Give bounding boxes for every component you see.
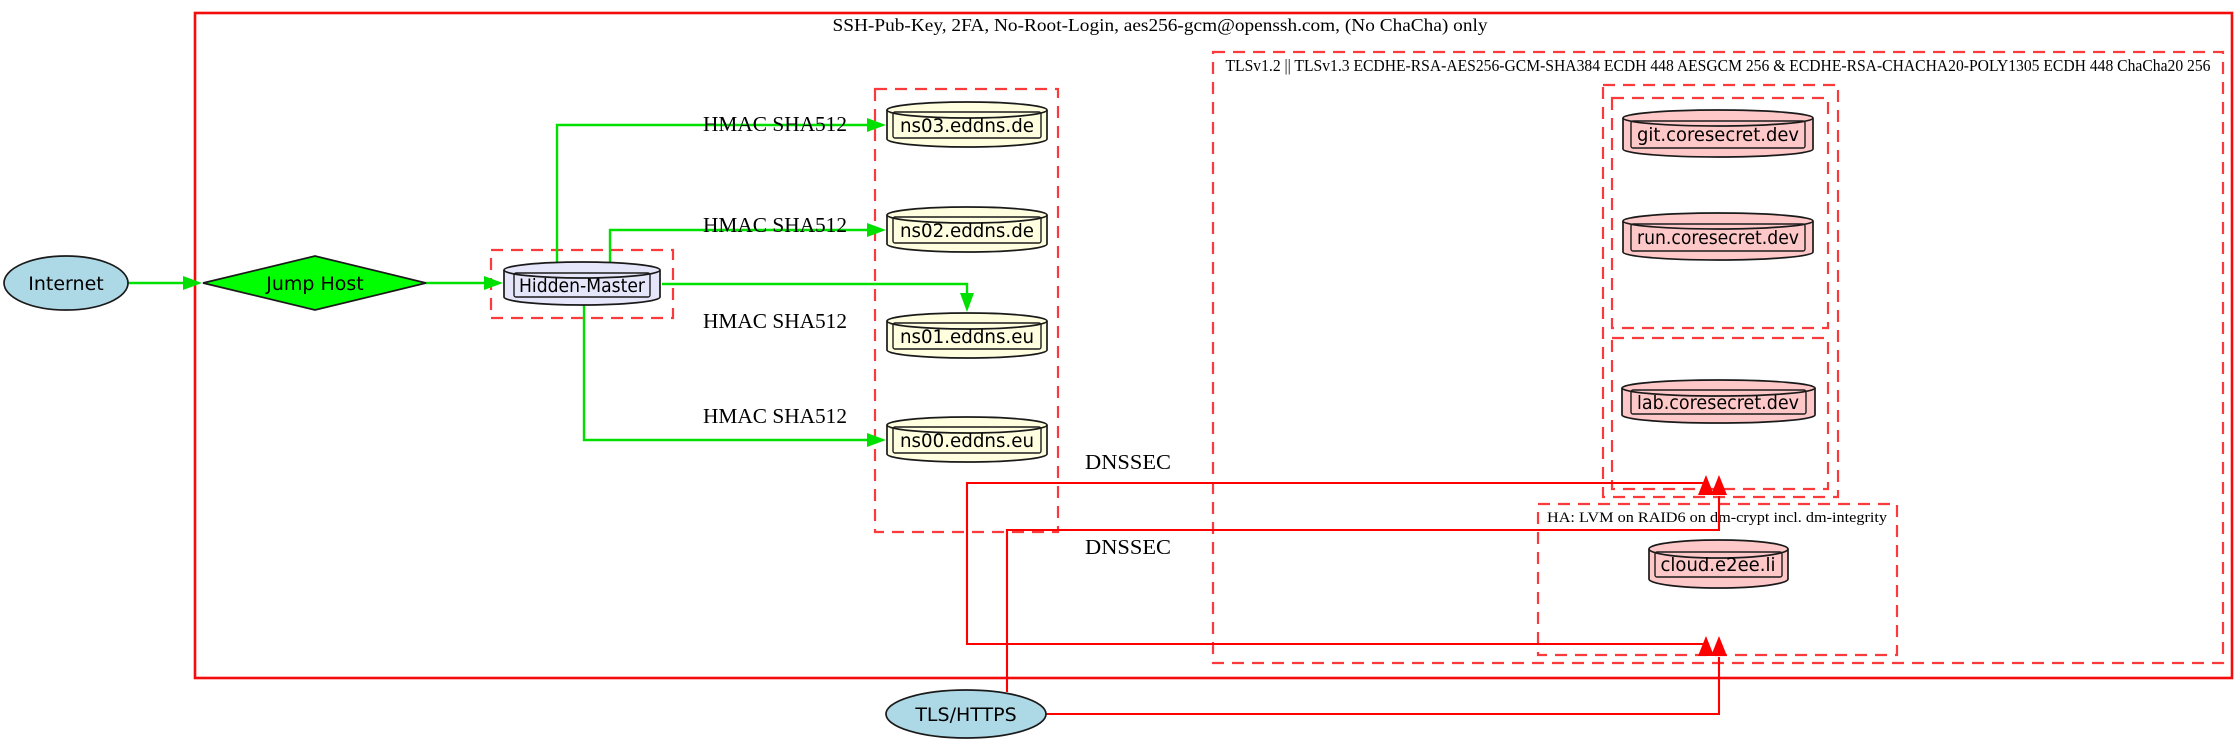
cluster-lab-box xyxy=(1610,336,1830,491)
cluster-coresecret-box xyxy=(1601,83,1840,499)
run-cylinder xyxy=(1622,212,1814,261)
ns00-cylinder-lid xyxy=(886,424,1048,434)
cloud-label: cloud.e2ee.li xyxy=(1661,554,1776,576)
arrowhead-internet-jumphost xyxy=(183,276,202,290)
cloud-label-box xyxy=(1654,551,1783,578)
cluster-git-run-box xyxy=(1610,96,1830,330)
cluster-tls-label: TLSv1.2 || TLSv1.3 ECDHE-RSA-AES256-GCM-… xyxy=(1226,56,2211,75)
ns01-cylinder-lid xyxy=(886,320,1048,330)
ns02-cylinder-lid xyxy=(886,214,1048,224)
git-node: git.coresecret.dev xyxy=(1622,109,1814,158)
arrowhead-ns02 xyxy=(867,223,886,237)
jump-host-node xyxy=(202,255,427,311)
cloud-node: cloud.e2ee.li xyxy=(1648,539,1789,589)
ns03-node: ns03.eddns.de xyxy=(886,101,1048,148)
cluster-nameservers-box xyxy=(873,87,1060,534)
edge-dnssec-u-route xyxy=(965,481,1703,646)
cluster-ssh-label: SSH-Pub-Key, 2FA, No-Root-Login, aes256-… xyxy=(833,15,1488,36)
edge-label-hmac-ns00: HMAC SHA512 xyxy=(703,404,847,428)
hidden-master-label-box xyxy=(513,272,651,298)
jump-host-label: Jump Host xyxy=(265,273,364,295)
edge-tlshttps-coresecret xyxy=(1005,496,1721,692)
ns03-label: ns03.eddns.de xyxy=(900,115,1034,137)
lab-node: lab.coresecret.dev xyxy=(1621,379,1816,424)
ns01-label-box xyxy=(892,322,1042,350)
arrowhead-dnssec-ha xyxy=(1698,636,1714,656)
ns03-cylinder-lid xyxy=(886,109,1048,119)
ns02-label-box xyxy=(892,216,1042,244)
lab-cylinder-lid xyxy=(1621,387,1816,397)
lab-cylinder xyxy=(1621,379,1816,424)
lab-label-box xyxy=(1630,389,1807,415)
edge-hiddenmaster-ns02 xyxy=(608,228,867,262)
ns01-node: ns01.eddns.eu xyxy=(886,312,1048,359)
edge-label-hmac-ns01: HMAC SHA512 xyxy=(703,309,847,333)
cluster-ssh-box xyxy=(193,11,2234,680)
git-label-box xyxy=(1630,120,1806,149)
lab-label: lab.coresecret.dev xyxy=(1637,392,1799,414)
tls-https-node xyxy=(885,689,1047,739)
edge-label-dnssec-1: DNSSEC xyxy=(1085,450,1171,474)
internet-node xyxy=(3,255,129,311)
ns00-label: ns00.eddns.eu xyxy=(900,430,1034,452)
ns02-cylinder xyxy=(886,206,1048,253)
hidden-master-node: Hidden-Master xyxy=(503,261,661,306)
cloud-cylinder-lid xyxy=(1648,548,1789,559)
cluster-ha-label: HA: LVM on RAID6 on dm-crypt incl. dm-in… xyxy=(1547,510,1888,526)
tls-https-label: TLS/HTTPS xyxy=(914,704,1016,726)
arrowhead-jumphost-hiddenmaster xyxy=(484,276,503,290)
ns02-node: ns02.eddns.de xyxy=(886,206,1048,253)
edge-tlshttps-ha xyxy=(1046,657,1721,716)
hidden-master-label: Hidden-Master xyxy=(519,275,645,297)
arrowhead-tlshttps-ha xyxy=(1711,636,1727,656)
edge-label-hmac-ns03: HMAC SHA512 xyxy=(703,112,847,136)
ns01-label: ns01.eddns.eu xyxy=(900,326,1034,348)
hidden-master-cylinder-lid xyxy=(503,269,661,279)
arrowhead-tlshttps-coresecret xyxy=(1711,475,1727,495)
arrowhead-dnssec-coresecret xyxy=(1698,475,1714,495)
edge-label-dnssec-2: DNSSEC xyxy=(1085,535,1171,559)
run-label: run.coresecret.dev xyxy=(1637,227,1799,249)
git-cylinder xyxy=(1622,109,1814,158)
run-label-box xyxy=(1630,223,1806,252)
ns01-cylinder xyxy=(886,312,1048,359)
ns00-label-box xyxy=(892,426,1042,454)
ns03-cylinder xyxy=(886,101,1048,148)
arrowhead-ns03 xyxy=(867,118,886,132)
ns03-label-box xyxy=(892,111,1042,139)
run-node: run.coresecret.dev xyxy=(1622,212,1814,261)
edge-hiddenmaster-ns00 xyxy=(582,305,867,442)
internet-label: Internet xyxy=(28,273,103,295)
edge-hiddenmaster-ns03 xyxy=(555,123,867,262)
arrowhead-ns00 xyxy=(867,433,886,447)
edge-hiddenmaster-ns01 xyxy=(662,282,969,293)
edge-label-hmac-ns02: HMAC SHA512 xyxy=(703,213,847,237)
ns02-label: ns02.eddns.de xyxy=(900,220,1034,242)
arrowhead-ns01 xyxy=(960,293,974,312)
git-label: git.coresecret.dev xyxy=(1637,124,1799,146)
ns00-cylinder xyxy=(886,416,1048,463)
ns00-node: ns00.eddns.eu xyxy=(886,416,1048,463)
